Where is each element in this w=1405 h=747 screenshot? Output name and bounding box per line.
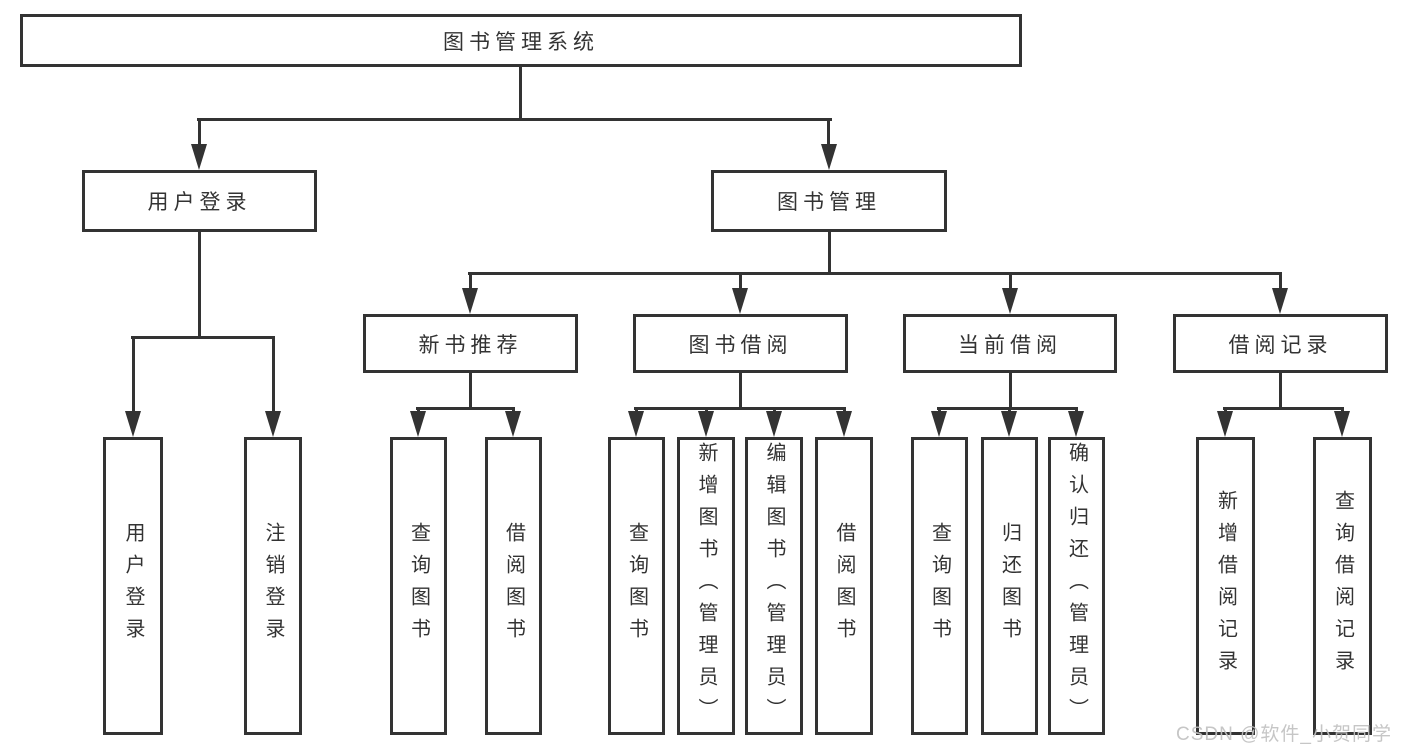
connector-line <box>1009 272 1012 290</box>
arrowhead-icon <box>821 144 837 170</box>
connector-line <box>705 407 708 413</box>
leaf-edit-books-admin-label: 编辑图书（管理员） <box>763 442 785 730</box>
node-current-borrowing-label: 当前借阅 <box>958 333 1062 357</box>
node-root-label: 图书管理系统 <box>443 30 599 54</box>
connector-line <box>519 67 522 118</box>
arrowhead-icon <box>1002 288 1018 314</box>
connector-line <box>937 407 1078 410</box>
connector-line <box>1341 407 1344 413</box>
connector-line <box>272 336 275 411</box>
leaf-logout-label: 注销登录 <box>262 522 284 650</box>
leaf-query-borrow-record: 查询借阅记录 <box>1313 437 1372 735</box>
leaf-add-borrow-record: 新增借阅记录 <box>1196 437 1255 735</box>
arrowhead-icon <box>462 288 478 314</box>
connector-line <box>1075 407 1078 413</box>
leaf-borrow-books-recommend-label: 借阅图书 <box>502 522 525 650</box>
leaf-confirm-return-admin: 确认归还（管理员） <box>1048 437 1105 735</box>
connector-line <box>1279 373 1282 407</box>
leaf-borrow-books: 借阅图书 <box>815 437 873 735</box>
arrowhead-icon <box>698 411 714 437</box>
arrowhead-icon <box>125 411 141 437</box>
leaf-query-books-current: 查询图书 <box>911 437 968 735</box>
connector-line <box>469 272 472 290</box>
leaf-user-login-label: 用户登录 <box>122 522 144 650</box>
arrowhead-icon <box>265 411 281 437</box>
connector-line <box>197 118 832 121</box>
connector-line <box>416 407 515 410</box>
connector-line <box>1009 373 1012 407</box>
arrowhead-icon <box>1334 411 1350 437</box>
arrowhead-icon <box>1001 411 1017 437</box>
leaf-query-books-borrowing: 查询图书 <box>608 437 665 735</box>
connector-line <box>1223 407 1344 410</box>
arrowhead-icon <box>732 288 748 314</box>
leaf-borrow-books-label: 借阅图书 <box>833 522 855 650</box>
node-book-borrowing-label: 图书借阅 <box>688 333 793 357</box>
connector-line <box>635 407 638 413</box>
arrowhead-icon <box>628 411 644 437</box>
connector-line <box>938 407 941 413</box>
arrowhead-icon <box>1217 411 1233 437</box>
connector-line <box>1008 407 1011 413</box>
connector-line <box>739 373 742 407</box>
connector-line <box>131 336 275 339</box>
connector-line <box>739 272 742 290</box>
connector-line <box>827 118 830 146</box>
connector-line <box>132 336 135 411</box>
leaf-return-books: 归还图书 <box>981 437 1038 735</box>
arrowhead-icon <box>1068 411 1084 437</box>
node-new-book-recommend-label: 新书推荐 <box>418 333 523 357</box>
arrowhead-icon <box>766 411 782 437</box>
leaf-query-borrow-record-label: 查询借阅记录 <box>1331 490 1354 682</box>
leaf-add-books-admin: 新增图书（管理员） <box>677 437 735 735</box>
leaf-return-books-label: 归还图书 <box>998 522 1021 650</box>
leaf-add-books-admin-label: 新增图书（管理员） <box>695 442 717 730</box>
node-book-management: 图书管理 <box>711 170 947 232</box>
leaf-query-books-borrowing-label: 查询图书 <box>625 522 648 650</box>
leaf-borrow-books-recommend: 借阅图书 <box>485 437 542 735</box>
arrowhead-icon <box>505 411 521 437</box>
connector-line <box>634 407 846 410</box>
connector-line <box>468 272 1282 275</box>
leaf-confirm-return-admin-label: 确认归还（管理员） <box>1065 442 1088 730</box>
connector-line <box>828 232 831 272</box>
connector-line <box>198 232 201 336</box>
connector-line <box>843 407 846 413</box>
node-book-management-label: 图书管理 <box>777 191 881 214</box>
node-user-login-label: 用户登录 <box>147 191 252 214</box>
connector-line <box>469 373 472 407</box>
node-user-login: 用户登录 <box>82 170 317 232</box>
leaf-query-books-current-label: 查询图书 <box>928 522 951 650</box>
leaf-query-books-recommend-label: 查询图书 <box>407 522 430 650</box>
arrowhead-icon <box>836 411 852 437</box>
leaf-logout: 注销登录 <box>244 437 302 735</box>
arrowhead-icon <box>410 411 426 437</box>
node-book-borrowing: 图书借阅 <box>633 314 848 373</box>
node-borrowing-records: 借阅记录 <box>1173 314 1388 373</box>
connector-line <box>773 407 776 413</box>
node-borrowing-records-label: 借阅记录 <box>1228 333 1333 357</box>
connector-line <box>198 118 201 146</box>
connector-line <box>417 407 420 413</box>
connector-line <box>1279 272 1282 290</box>
arrowhead-icon <box>1272 288 1288 314</box>
connector-line <box>1224 407 1227 413</box>
connector-line <box>512 407 515 413</box>
leaf-add-borrow-record-label: 新增借阅记录 <box>1214 490 1237 682</box>
node-current-borrowing: 当前借阅 <box>903 314 1117 373</box>
leaf-user-login: 用户登录 <box>103 437 163 735</box>
arrowhead-icon <box>931 411 947 437</box>
leaf-edit-books-admin: 编辑图书（管理员） <box>745 437 803 735</box>
csdn-watermark: CSDN @软件_小贺同学 <box>1176 724 1392 745</box>
node-root: 图书管理系统 <box>20 14 1022 67</box>
arrowhead-icon <box>191 144 207 170</box>
leaf-query-books-recommend: 查询图书 <box>390 437 447 735</box>
node-new-book-recommend: 新书推荐 <box>363 314 578 373</box>
